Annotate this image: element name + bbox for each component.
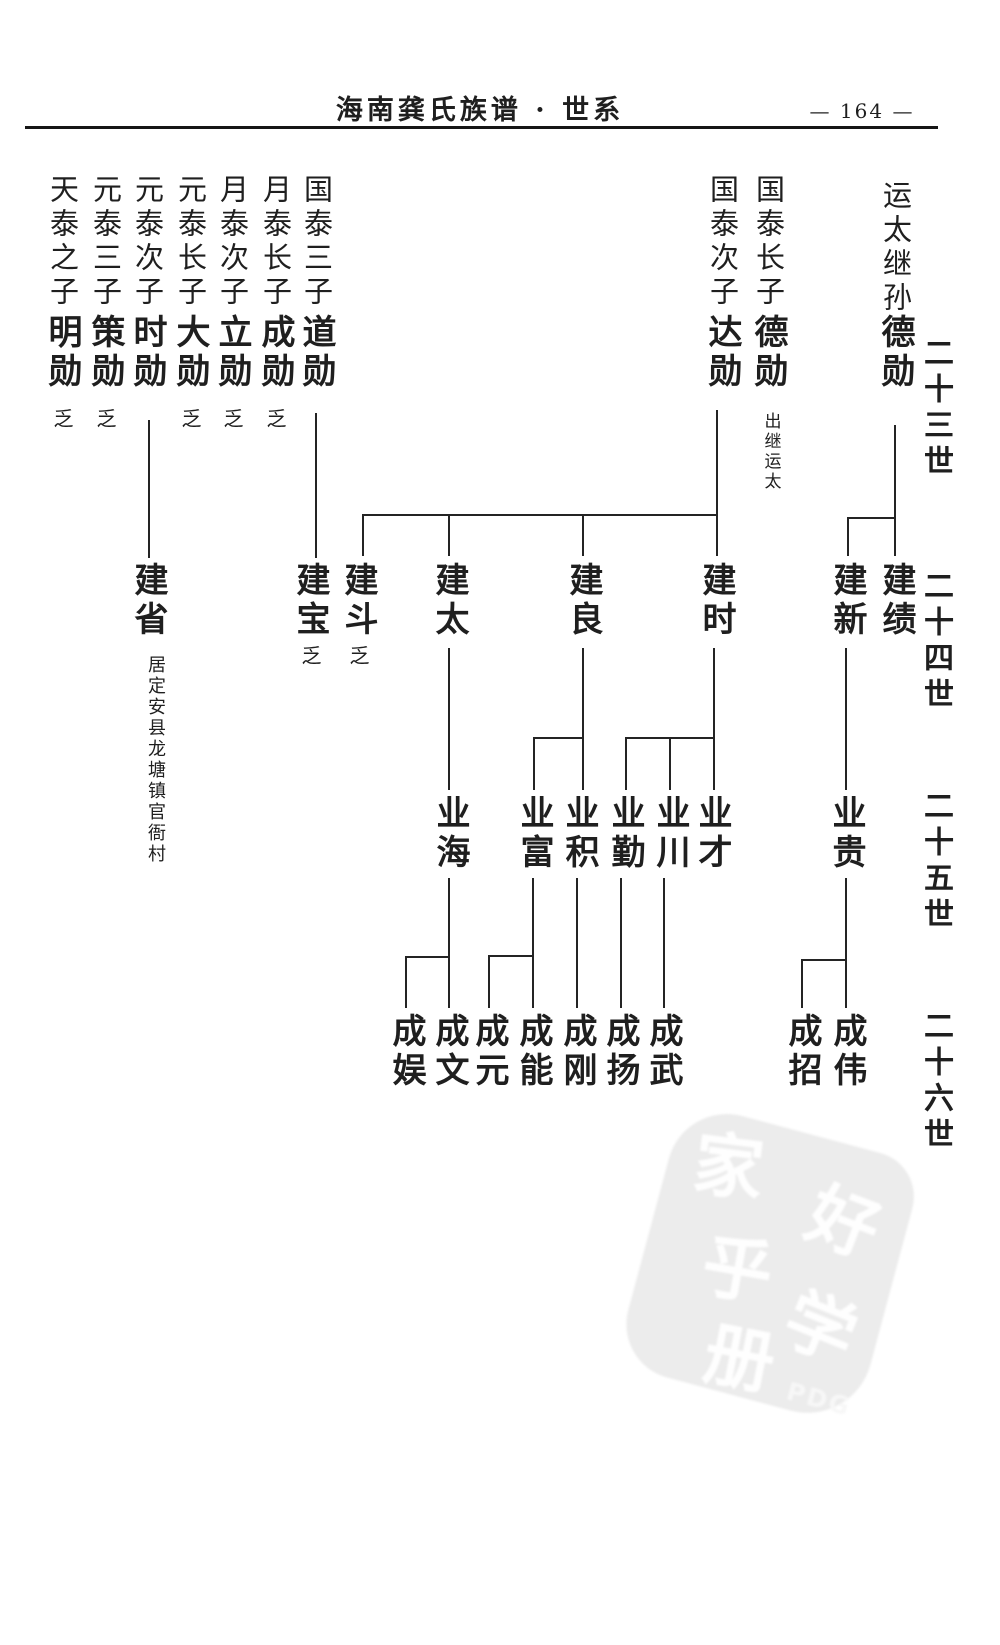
connector-line xyxy=(488,955,534,957)
connector-line xyxy=(669,737,671,790)
person-name: 建斗 xyxy=(338,562,378,640)
person-name: 道勋 xyxy=(296,314,336,392)
connector-line xyxy=(663,878,665,1008)
relation-label: 国泰长子 xyxy=(751,174,786,310)
person-name: 业贵 xyxy=(826,795,866,873)
person-name: 德勋 xyxy=(875,314,915,392)
person-name: 成刚 xyxy=(557,1013,597,1091)
connector-line xyxy=(845,648,847,790)
person-name: 德勋 xyxy=(748,314,788,392)
person-name: 大勋 xyxy=(170,314,210,392)
relation-label: 运太继孙 xyxy=(878,180,913,316)
watermark-seal-glyph: 乎 xyxy=(695,1222,780,1317)
person-name: 成勋 xyxy=(255,314,295,392)
person-name: 成扬 xyxy=(600,1013,640,1091)
watermark-seal-glyph: 家 xyxy=(688,1121,769,1213)
person-name: 建良 xyxy=(563,562,603,640)
connector-line xyxy=(532,878,534,1008)
connector-line xyxy=(845,878,847,1008)
relation-label: 元泰次子 xyxy=(130,174,165,310)
connector-line xyxy=(801,959,803,1008)
connector-line xyxy=(713,648,715,790)
person-name: 成元 xyxy=(469,1013,509,1091)
watermark-seal-glyph: 册 xyxy=(697,1310,782,1406)
watermark-seal-glyph: 好 xyxy=(795,1171,891,1274)
page-number: — 164 — xyxy=(809,99,915,123)
person-name: 建时 xyxy=(696,562,736,640)
generation-label-24: 二十四世 xyxy=(918,570,953,714)
person-name: 业才 xyxy=(692,795,732,873)
heir-note: 乏 xyxy=(263,408,287,430)
connector-line xyxy=(847,517,896,519)
residence-note: 居定安县龙塘镇官衙村 xyxy=(145,655,166,865)
connector-line xyxy=(801,959,847,961)
person-name: 达勋 xyxy=(702,314,742,392)
relation-label: 国泰次子 xyxy=(705,174,740,310)
connector-line xyxy=(625,737,627,790)
generation-label-25: 二十五世 xyxy=(918,790,953,934)
heir-note: 乏 xyxy=(50,408,74,430)
person-name: 建宝 xyxy=(290,562,330,640)
person-name: 成武 xyxy=(643,1013,683,1091)
generation-label-26: 二十六世 xyxy=(918,1010,953,1154)
heir-note: 乏 xyxy=(346,645,370,667)
header-rule xyxy=(25,126,938,129)
generation-label-23: 二十三世 xyxy=(918,337,953,481)
person-name: 时勋 xyxy=(127,314,167,392)
heir-note: 乏 xyxy=(298,645,322,667)
connector-line xyxy=(362,514,364,556)
connector-line xyxy=(716,410,718,556)
relation-label: 天泰之子 xyxy=(45,174,80,310)
person-name: 成能 xyxy=(513,1013,553,1091)
watermark-pdg-label: PDG xyxy=(783,1376,855,1422)
person-name: 业海 xyxy=(430,795,470,873)
relation-label: 元泰长子 xyxy=(173,174,208,310)
heir-note: 乏 xyxy=(220,408,244,430)
person-name: 明勋 xyxy=(42,314,82,392)
relation-label: 月泰次子 xyxy=(215,174,250,310)
person-name: 建新 xyxy=(827,562,867,640)
person-name: 业富 xyxy=(514,795,554,873)
connector-line xyxy=(894,425,896,556)
person-name: 业川 xyxy=(650,795,690,873)
person-name: 建绩 xyxy=(876,562,916,640)
connector-line xyxy=(315,413,317,558)
connector-line xyxy=(533,737,584,739)
connector-line xyxy=(148,420,150,558)
connector-line xyxy=(576,878,578,1008)
person-name: 立勋 xyxy=(212,314,252,392)
connector-line xyxy=(405,956,407,1008)
relation-label: 国泰三子 xyxy=(299,174,334,310)
connector-line xyxy=(847,517,849,556)
connector-line xyxy=(362,514,718,516)
connector-line xyxy=(488,955,490,1008)
heir-note: 乏 xyxy=(93,408,117,430)
relation-label: 月泰长子 xyxy=(258,174,293,310)
person-name: 成伟 xyxy=(827,1013,867,1091)
adoption-note: 出继运太 xyxy=(760,412,781,492)
person-name: 建省 xyxy=(128,562,168,640)
watermark-seal-glyph: 学 xyxy=(772,1276,869,1380)
connector-line xyxy=(582,648,584,790)
connector-line xyxy=(448,648,450,790)
heir-note: 乏 xyxy=(178,408,202,430)
person-name: 成娱 xyxy=(386,1013,426,1091)
connector-line xyxy=(582,514,584,556)
person-name: 策勋 xyxy=(85,314,125,392)
connector-line xyxy=(448,878,450,1008)
connector-line xyxy=(448,514,450,556)
page-title: 海南龚氏族谱 · 世系 xyxy=(335,95,625,126)
connector-line xyxy=(533,737,535,790)
watermark: 家 好 乎 学 册 PDG xyxy=(614,1100,924,1428)
person-name: 业积 xyxy=(559,795,599,873)
relation-label: 元泰三子 xyxy=(88,174,123,310)
person-name: 成招 xyxy=(782,1013,822,1091)
person-name: 成文 xyxy=(429,1013,469,1091)
connector-line xyxy=(620,878,622,1008)
person-name: 业勤 xyxy=(605,795,645,873)
person-name: 建太 xyxy=(429,562,469,640)
connector-line xyxy=(405,956,450,958)
